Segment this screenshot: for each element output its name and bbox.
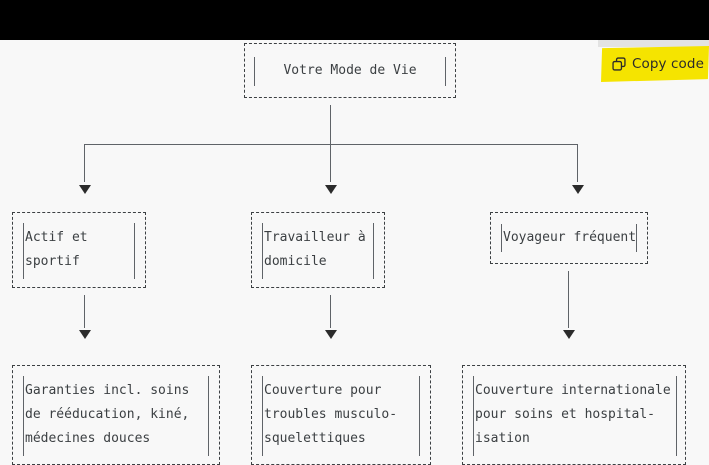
connector-branch-left <box>84 144 85 182</box>
top-dark-band <box>0 0 709 40</box>
flow-node-travailleur-domicile: Travailleur à domicile <box>251 212 385 288</box>
box-pipe-left <box>262 223 263 279</box>
box-pipe-right <box>676 376 677 456</box>
connector-l2-l3-middle <box>330 295 331 328</box>
flow-node-garanties-reeducation-line-3: médecines douces <box>25 431 151 446</box>
flow-node-root: Votre Mode de Vie <box>244 43 456 98</box>
flow-node-couverture-internationale-line-2: pour soins et hospital- <box>475 407 656 422</box>
connector-l2-l3-right <box>568 271 569 328</box>
toolbar-gray-strip <box>598 40 709 47</box>
arrow-down-icon-right <box>572 185 584 194</box>
flow-node-actif-sportif-line-2: sportif <box>25 254 80 269</box>
flow-node-couverture-musculo: Couverture pour troubles musculo- squele… <box>251 365 431 465</box>
flow-node-couverture-internationale-line-1: Couverture internationale <box>475 383 671 398</box>
flow-node-travailleur-domicile-line-2: domicile <box>264 254 327 269</box>
arrow-down-icon-l3-middle <box>325 330 337 339</box>
ascii-flowchart: Votre Mode de Vie Actif et sportif Trava… <box>0 40 709 465</box>
connector-branch-right <box>577 144 578 182</box>
arrow-down-icon-left <box>79 185 91 194</box>
copy-code-label: Copy code <box>632 56 704 72</box>
flow-node-actif-sportif: Actif et sportif <box>12 212 146 288</box>
flow-node-couverture-musculo-line-2: troubles musculo- <box>264 407 398 422</box>
box-pipe-left <box>262 376 263 456</box>
copy-code-button[interactable]: Copy code <box>601 46 709 82</box>
flow-node-travailleur-domicile-line-1: Travailleur à <box>264 230 366 245</box>
box-pipe-right <box>419 376 420 456</box>
connector-branch-middle <box>330 144 331 182</box>
connector-root-stem <box>330 105 331 145</box>
box-pipe-right <box>134 223 135 279</box>
flow-node-garanties-reeducation-line-1: Garanties incl. soins <box>25 383 190 398</box>
flow-node-root-line-1: Votre Mode de Vie <box>283 62 417 78</box>
flow-node-couverture-musculo-line-3: squelettiques <box>264 431 366 446</box>
flow-node-garanties-reeducation-line-2: de rééducation, kiné, <box>25 407 190 422</box>
flow-node-actif-sportif-line-1: Actif et <box>25 230 88 245</box>
box-pipe-left <box>254 57 255 86</box>
arrow-down-icon-l3-right <box>563 330 575 339</box>
box-pipe-left <box>23 223 24 279</box>
box-pipe-left <box>473 376 474 456</box>
arrow-down-icon-middle <box>325 185 337 194</box>
arrow-down-icon-l3-left <box>79 330 91 339</box>
flow-node-couverture-internationale-line-3: isation <box>475 431 530 446</box>
flow-node-garanties-reeducation: Garanties incl. soins de rééducation, ki… <box>12 365 220 465</box>
box-pipe-right <box>636 224 637 252</box>
connector-l2-l3-left <box>84 295 85 328</box>
box-pipe-right <box>373 223 374 279</box>
flow-node-voyageur-frequent-line-1: Voyageur fréquent <box>503 230 637 245</box>
flow-node-voyageur-frequent: Voyageur fréquent <box>490 212 648 264</box>
box-pipe-left <box>501 224 502 252</box>
flow-node-couverture-musculo-line-1: Couverture pour <box>264 383 382 398</box>
box-pipe-left <box>23 376 24 456</box>
box-pipe-right <box>445 57 446 86</box>
copy-icon <box>612 57 626 71</box>
box-pipe-right <box>208 376 209 456</box>
flow-node-couverture-internationale: Couverture internationale pour soins et … <box>462 365 686 465</box>
